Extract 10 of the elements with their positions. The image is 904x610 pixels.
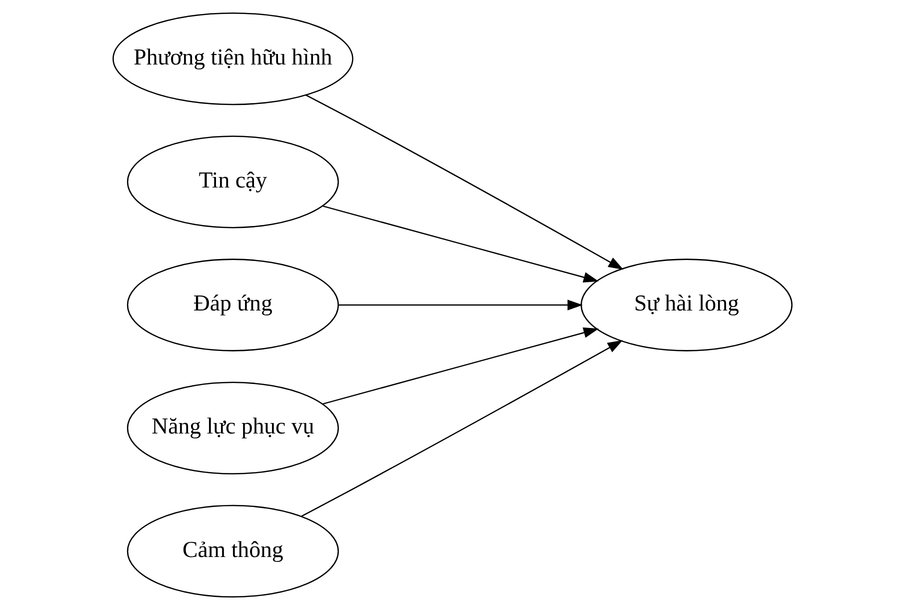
node-ellipse: Năng lực phục vụ (126, 382, 338, 474)
arrow (338, 300, 582, 310)
arrow (322, 327, 598, 405)
node-ellipse: Phương tiện hữu hình (112, 12, 353, 106)
arrow (305, 94, 624, 270)
node-ellipse: Đáp ứng (126, 258, 338, 352)
node-ellipse: Tin cậy (126, 136, 338, 228)
arrow (300, 340, 622, 517)
node-ellipse: Cảm thông (126, 504, 338, 598)
arrow (322, 205, 598, 283)
